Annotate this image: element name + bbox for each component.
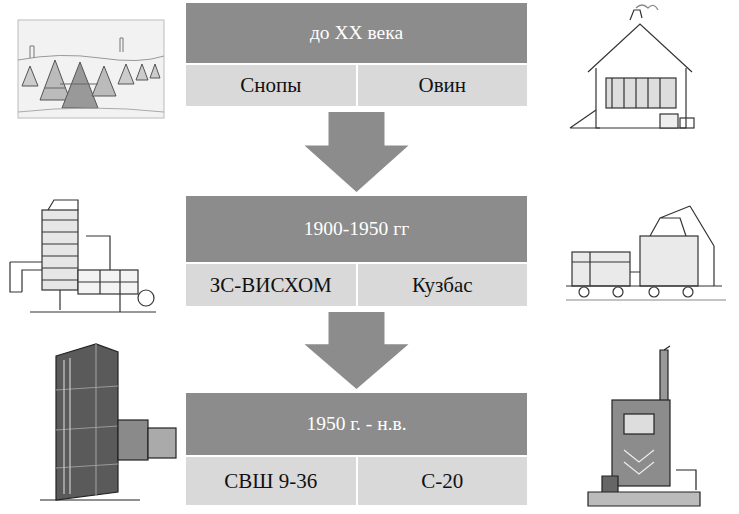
example-text: С-20 xyxy=(421,469,463,494)
example-text: СВШ 9-36 xyxy=(224,469,317,494)
period-heading: до XX века xyxy=(186,3,527,63)
period-heading: 1900-1950 гг xyxy=(186,196,527,262)
period-heading: 1950 г. - н.в. xyxy=(186,393,527,455)
sheaves-picture xyxy=(18,20,164,118)
example-cell: Снопы xyxy=(186,65,356,106)
example-cell: С-20 xyxy=(358,457,528,505)
tower-dryer-picture xyxy=(40,344,176,500)
s20-dryer-picture xyxy=(588,346,700,506)
period-band: 1900-1950 гг ЗС-ВИСХОМ Кузбас xyxy=(186,196,527,306)
example-cell: Овин xyxy=(358,65,528,106)
example-text: Овин xyxy=(418,73,466,98)
down-arrow xyxy=(305,112,409,192)
example-cell: Кузбас xyxy=(358,264,528,306)
period-band: 1950 г. - н.в. СВШ 9-36 С-20 xyxy=(186,393,527,505)
example-cell: СВШ 9-36 xyxy=(186,457,356,505)
barn-picture xyxy=(570,5,694,128)
down-arrow xyxy=(305,312,409,389)
example-text: ЗС-ВИСХОМ xyxy=(210,273,332,298)
period-band: до XX векаСнопы Овин xyxy=(186,3,527,106)
example-cell: ЗС-ВИСХОМ xyxy=(186,264,356,306)
dryer-machine-picture xyxy=(10,200,156,312)
example-text: Кузбас xyxy=(412,273,473,298)
mobile-dryer-picture xyxy=(566,206,726,300)
example-text: Снопы xyxy=(240,73,301,98)
